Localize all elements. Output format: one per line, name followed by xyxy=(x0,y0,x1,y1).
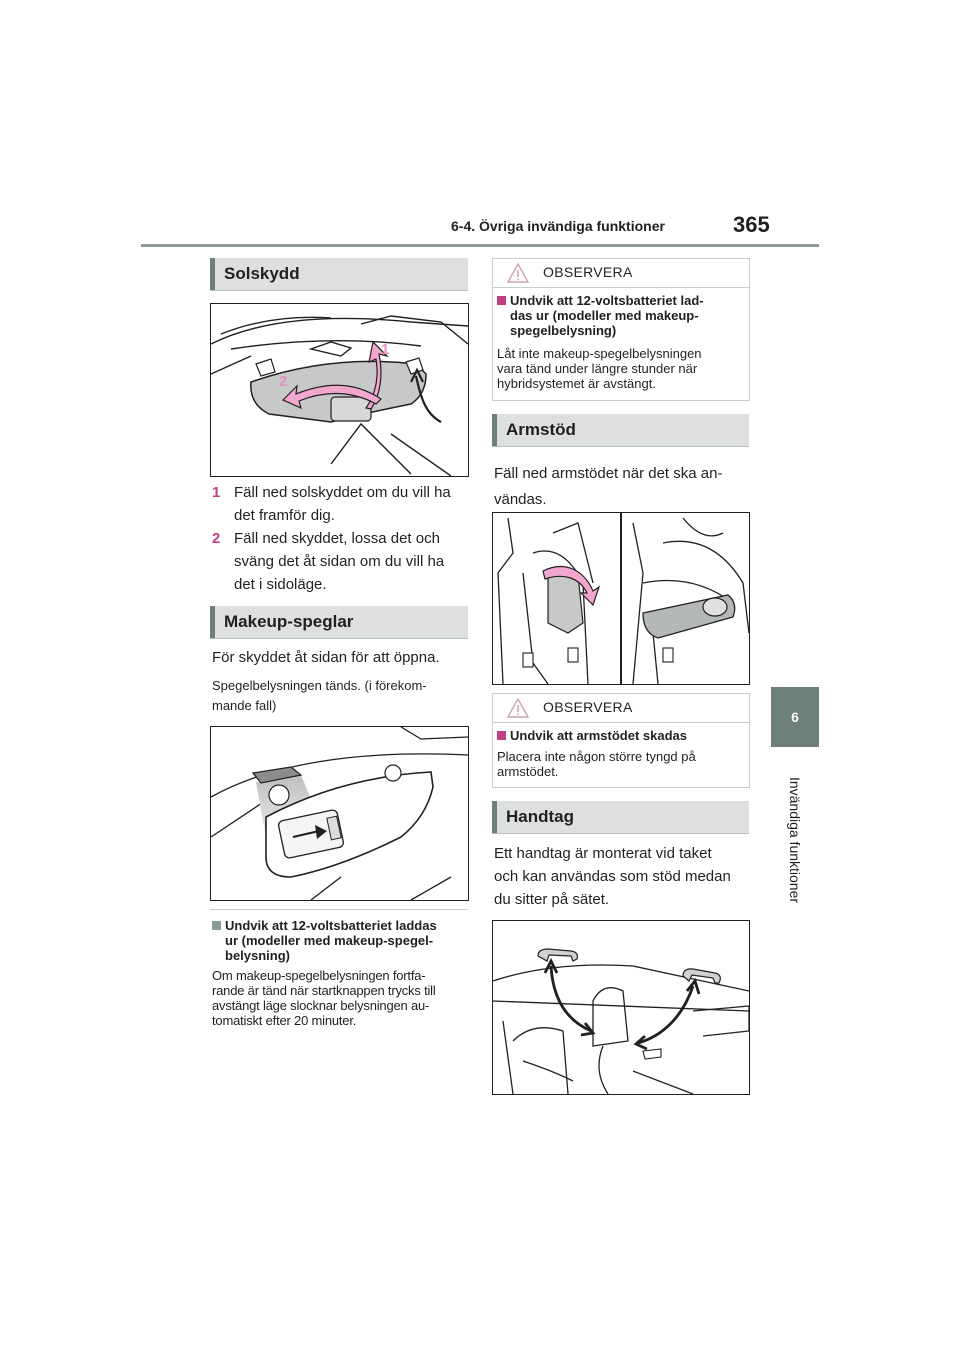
warning-text-line: avstängt läge slocknar belysningen au- xyxy=(212,998,430,1013)
warning-triangle-icon xyxy=(507,263,529,283)
chapter-name-vertical: Invändiga funktioner xyxy=(760,760,830,920)
page-number: 365 xyxy=(733,212,770,237)
vanity-note-line: mande fall) xyxy=(212,698,277,713)
caution-text-line: hybridsystemet är avstängt. xyxy=(497,376,656,391)
caution-title-text: Undvik att armstödet skadas xyxy=(510,728,688,743)
caution-box-battery: OBSERVERA Undvik att 12-voltsbatteriet l… xyxy=(492,258,750,401)
caution-text-line: Låt inte makeup-spegelbelysningen xyxy=(497,346,702,361)
vanity-intro: För skyddet åt sidan för att öppna. xyxy=(212,649,440,666)
handle-text: Ett handtag är monterat vid taket och ka… xyxy=(494,842,754,911)
step-2-text: Fäll ned skyddet, lossa det och sväng de… xyxy=(234,527,444,596)
caution-text: Låt inte makeup-spegelbelysningen vara t… xyxy=(497,346,747,391)
armrest-text: Fäll ned armstödet när det ska an- vända… xyxy=(494,461,754,513)
caution-header: OBSERVERA xyxy=(493,694,749,723)
caution-title: Undvik att 12-voltsbatteriet lad- das ur… xyxy=(497,293,747,338)
handle-text-line: Ett handtag är monterat vid taket xyxy=(494,845,712,862)
step-callout-2: 2 xyxy=(279,373,287,390)
section-bar-handle: Handtag xyxy=(492,801,749,834)
handle-text-line: du sitter på sätet. xyxy=(494,891,610,908)
warning-title-line: belysning) xyxy=(225,948,291,963)
figure-sunvisor: 1 2 xyxy=(210,303,469,477)
step-2: 2 Fäll ned skyddet, lossa det och sväng … xyxy=(212,527,472,596)
step-callout-1: 1 xyxy=(381,341,389,358)
caution-text-line: Placera inte någon större tyngd på xyxy=(497,749,696,764)
armrest-text-line: Fäll ned armstödet när det ska an- xyxy=(494,465,723,482)
section-bar-armrest: Armstöd xyxy=(492,414,749,447)
figure-handle xyxy=(492,920,750,1095)
figure-armrest xyxy=(492,512,750,685)
armrest-illustration xyxy=(497,513,749,684)
section-stripe xyxy=(492,414,497,446)
vanity-note-line: Spegelbelysningen tänds. (i förekom- xyxy=(212,678,427,693)
step-number-1: 1 xyxy=(212,484,221,501)
section-title-handle: Handtag xyxy=(506,807,574,826)
warning-text-line: rande är tänd när startknappen trycks ti… xyxy=(212,983,436,998)
sunvisor-illustration: 1 2 xyxy=(211,315,468,476)
section-title-armrest: Armstöd xyxy=(506,420,576,439)
warning-title-line: Undvik att 12-voltsbatteriet laddas xyxy=(225,918,437,933)
caution-label: OBSERVERA xyxy=(543,264,633,280)
caution-text: Placera inte någon större tyngd på armst… xyxy=(497,749,747,779)
caution-text-line: armstödet. xyxy=(497,764,559,779)
caution-title-line: spegelbelysning) xyxy=(510,323,617,338)
step-1-line: det framför dig. xyxy=(234,507,335,524)
section-title-vanity: Makeup-speglar xyxy=(224,612,354,631)
chapter-tab[interactable]: 6 xyxy=(771,687,819,747)
vanity-mirror-illustration xyxy=(211,727,468,900)
section-bar-vanity: Makeup-speglar xyxy=(210,606,468,639)
section-stripe xyxy=(210,258,215,290)
warning-text-line: Om makeup-spegelbelysningen fortfa- xyxy=(212,968,426,983)
caution-text-line: vara tänd under längre stunder när xyxy=(497,361,698,376)
step-1: 1 Fäll ned solskyddet om du vill ha det … xyxy=(212,481,472,527)
divider xyxy=(210,909,468,910)
bullet-square-icon xyxy=(212,921,221,930)
vanity-warning-title: Undvik att 12-voltsbatteriet laddas ur (… xyxy=(212,918,472,963)
caution-header: OBSERVERA xyxy=(493,259,749,288)
step-1-line: Fäll ned solskyddet om du vill ha xyxy=(234,484,451,501)
step-1-text: Fäll ned solskyddet om du vill ha det fr… xyxy=(234,481,451,527)
figure-vanity-mirror xyxy=(210,726,469,901)
caution-title-line: das ur (modeller med makeup- xyxy=(510,308,699,323)
bullet-square-icon xyxy=(497,296,506,305)
caution-label: OBSERVERA xyxy=(543,699,633,715)
section-title-sunvisor: Solskydd xyxy=(224,264,300,283)
caution-title: Undvik att armstödet skadas xyxy=(497,728,747,743)
chapter-name-text: Invändiga funktioner xyxy=(787,776,803,904)
armrest-text-line: vändas. xyxy=(494,491,547,508)
warning-text-line: tomatiskt efter 20 minuter. xyxy=(212,1013,357,1028)
warning-title-line: ur (modeller med makeup-spegel- xyxy=(225,933,434,948)
step-2-line: Fäll ned skyddet, lossa det och xyxy=(234,530,440,547)
chapter-title: 6-4. Övriga invändiga funktioner xyxy=(451,218,665,234)
vanity-note: Spegelbelysningen tänds. (i förekom- man… xyxy=(212,676,472,716)
handle-illustration xyxy=(493,948,749,1094)
section-stripe xyxy=(492,801,497,833)
handle-text-line: och kan användas som stöd medan xyxy=(494,868,731,885)
caution-title-line: Undvik att 12-voltsbatteriet lad- xyxy=(510,293,704,308)
vanity-warning-text: Om makeup-spegelbelysningen fortfa- rand… xyxy=(212,968,474,1028)
warning-triangle-icon xyxy=(507,698,529,718)
section-stripe xyxy=(210,606,215,638)
step-2-line: det i sidoläge. xyxy=(234,576,327,593)
caution-box-armrest: OBSERVERA Undvik att armstödet skadas Pl… xyxy=(492,693,750,788)
header-rule xyxy=(141,244,819,247)
step-2-line: sväng det åt sidan om du vill ha xyxy=(234,553,445,570)
bullet-square-icon xyxy=(497,731,506,740)
section-bar-sunvisor: Solskydd xyxy=(210,258,468,291)
step-number-2: 2 xyxy=(212,530,221,547)
